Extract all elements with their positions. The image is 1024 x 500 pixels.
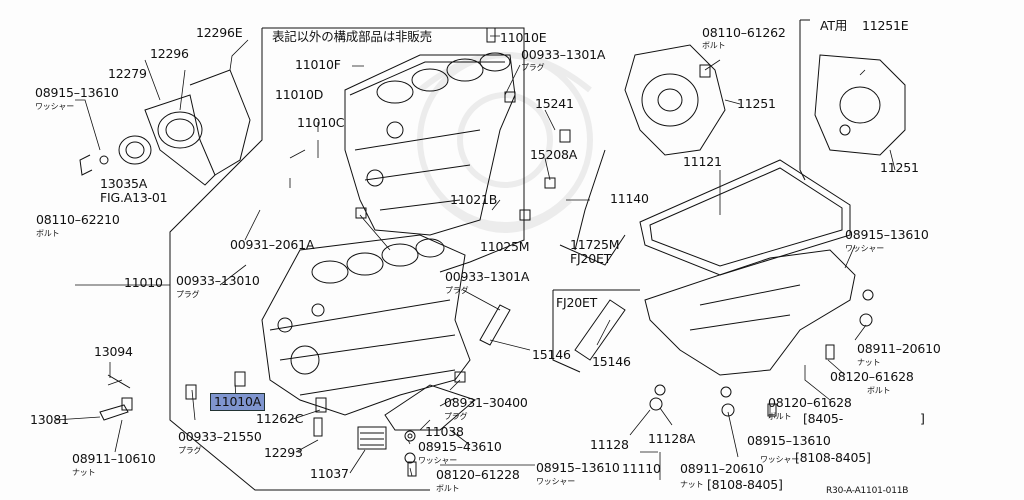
at-header: AT用 (820, 18, 848, 33)
sublabel-bolt: ボルト (867, 386, 891, 395)
range-8405: [8405- (803, 411, 843, 426)
part-label-15146-b: 15146 (592, 354, 631, 369)
part-label-11010A-highlighted: 11010A (210, 393, 266, 411)
part-label-00933-1301A-top: 00933–1301A (521, 47, 606, 62)
part-label-11128A: 11128A (648, 431, 696, 446)
sublabel-washer: ワッシャー (536, 477, 575, 486)
part-label-11010F: 11010F (295, 57, 341, 72)
range-8405-close: ] (920, 411, 925, 426)
part-label-00931-2061A: 00931–2061A (230, 237, 315, 252)
part-label-12296E: 12296E (196, 25, 243, 40)
part-label-08110-61262: 08110–61262 (702, 25, 786, 40)
part-label-11010C: 11010C (297, 115, 345, 130)
part-label-11251-at: 11251 (880, 160, 919, 175)
label-fj20et-b: FJ20ET (556, 295, 598, 310)
sublabel-bolt: ボルト (436, 484, 460, 493)
part-label-11010E: 11010E (500, 30, 547, 45)
figure-code: R30-A-A1101-011B (826, 486, 909, 496)
sublabel-plug: プラグ (444, 412, 468, 421)
part-label-11262C: 11262C (256, 411, 304, 426)
sublabel-bolt: ボルト (36, 229, 60, 238)
part-label-13035A: 13035A (100, 176, 148, 191)
part-label-15146-a: 15146 (532, 347, 571, 362)
part-label-11038: 11038 (425, 424, 464, 439)
part-label-08915-43610: 08915–43610 (418, 439, 502, 454)
sublabel-plug: プラグ (445, 286, 469, 295)
fig-reference: FIG.A13-01 (100, 190, 168, 205)
part-label-12279: 12279 (108, 66, 147, 81)
sublabel-nut: ナット (680, 480, 704, 489)
part-label-08931-30400: 08931–30400 (444, 395, 528, 410)
part-label-11110: 11110 (622, 461, 661, 476)
part-label-11251-main: 11251 (737, 96, 776, 111)
range-8108-b: [8108-8405] (707, 477, 783, 492)
part-label-11010: 11010 (124, 275, 163, 290)
part-label-11121: 11121 (683, 154, 722, 169)
part-label-08110-62210: 08110–62210 (36, 212, 120, 227)
part-label-12296: 12296 (150, 46, 189, 61)
lower-cylinder-block (261, 234, 471, 416)
sublabel-washer: ワッシャー (35, 102, 74, 111)
part-label-13094: 13094 (94, 344, 133, 359)
not-sold-notice: 表記以外の構成部品は非販売 (272, 29, 432, 44)
part-label-08911-20610-bot: 08911–20610 (680, 461, 764, 476)
oil-pan (644, 249, 856, 376)
at-plate (814, 54, 906, 156)
part-label-08915-13610-left: 08915–13610 (35, 85, 119, 100)
fj20et-box (552, 289, 640, 373)
lower-bracket (384, 384, 476, 431)
part-label-13081: 13081 (30, 412, 69, 427)
part-label-00933-21550: 00933–21550 (178, 429, 262, 444)
part-label-08120-61228: 08120–61228 (436, 467, 520, 482)
gasket-plate (624, 44, 726, 156)
sublabel-plug: プラグ (178, 446, 202, 455)
sublabel-bolt: ボルト (702, 41, 726, 50)
upper-frame (169, 27, 525, 491)
part-label-00933-13010: 00933–13010 (176, 273, 260, 288)
leader-lines (54, 35, 896, 480)
sublabel-nut: ナット (72, 468, 96, 477)
part-label-11037: 11037 (310, 466, 349, 481)
sublabel-washer: ワッシャー (845, 244, 884, 253)
oil-pan-gasket (639, 159, 851, 276)
sublabel-washer: ワッシャー (418, 456, 457, 465)
part-label-11021B: 11021B (450, 192, 498, 207)
part-label-11251E: 11251E (862, 18, 909, 33)
sublabel-plug: プラグ (521, 63, 545, 72)
part-label-08911-10610: 08911–10610 (72, 451, 156, 466)
range-8108-a: [8108-8405] (795, 450, 871, 465)
part-label-11025M: 11025M (480, 239, 530, 254)
part-label-15241: 15241 (535, 96, 574, 111)
sublabel-washer: ワッシャー (760, 455, 799, 464)
part-label-08915-13610-low: 08915–13610 (536, 460, 620, 475)
part-label-08120-61628-a: 08120–61628 (830, 369, 914, 384)
part-label-11128: 11128 (590, 437, 629, 452)
part-label-08911-20610-r: 08911–20610 (857, 341, 941, 356)
upper-cylinder-block (344, 52, 516, 236)
part-label-15208A: 15208A (530, 147, 578, 162)
part-label-11725M: 11725M (570, 237, 620, 252)
part-label-11140: 11140 (610, 191, 649, 206)
label-fj20et-a: FJ20ET (570, 251, 612, 266)
rear-cover (118, 69, 251, 186)
sublabel-plug: プラグ (176, 290, 200, 299)
part-label-00933-1301A-mid: 00933–1301A (445, 269, 530, 284)
part-label-11010D: 11010D (275, 87, 324, 102)
dipstick (559, 149, 626, 266)
sublabel-nut: ナット (857, 358, 881, 367)
sublabel-bolt: ボルト (768, 412, 792, 421)
part-label-08915-13610-right: 08915–13610 (845, 227, 929, 242)
part-label-12293: 12293 (264, 445, 303, 460)
part-label-08915-13610-bot: 08915–13610 (747, 433, 831, 448)
part-label-08120-61628-b: 08120–61628 (768, 395, 852, 410)
at-box-divider (799, 19, 810, 181)
